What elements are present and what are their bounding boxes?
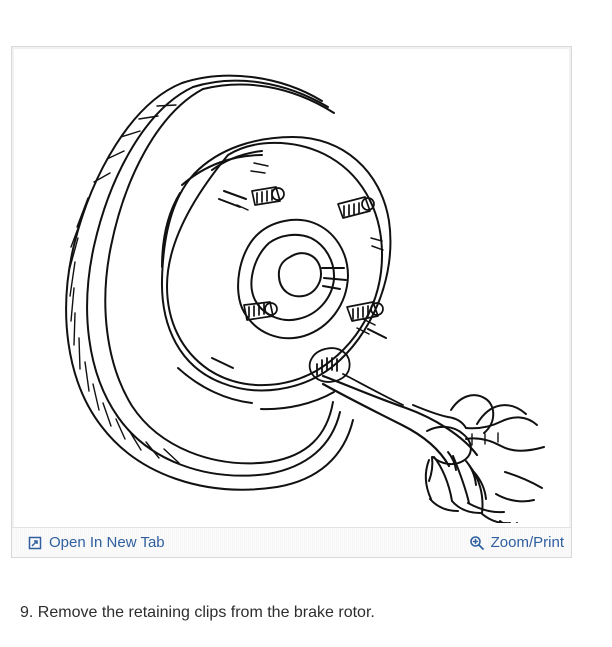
figure-card: Open In New Tab Zoom/Print [11,46,572,558]
brake-rotor-illustration [22,53,564,523]
open-in-new-tab-label: Open In New Tab [49,534,165,551]
zoom-icon [469,535,485,551]
zoom-print-link[interactable]: Zoom/Print [469,534,564,552]
zoom-print-label: Zoom/Print [490,534,564,551]
figure-toolbar: Open In New Tab Zoom/Print [12,527,571,557]
open-in-new-tab-link[interactable]: Open In New Tab [27,534,165,552]
top-cut-line [170,0,430,6]
instruction-step-text: 9. Remove the retaining clips from the b… [20,604,375,621]
open-in-new-tab-icon [27,535,43,551]
